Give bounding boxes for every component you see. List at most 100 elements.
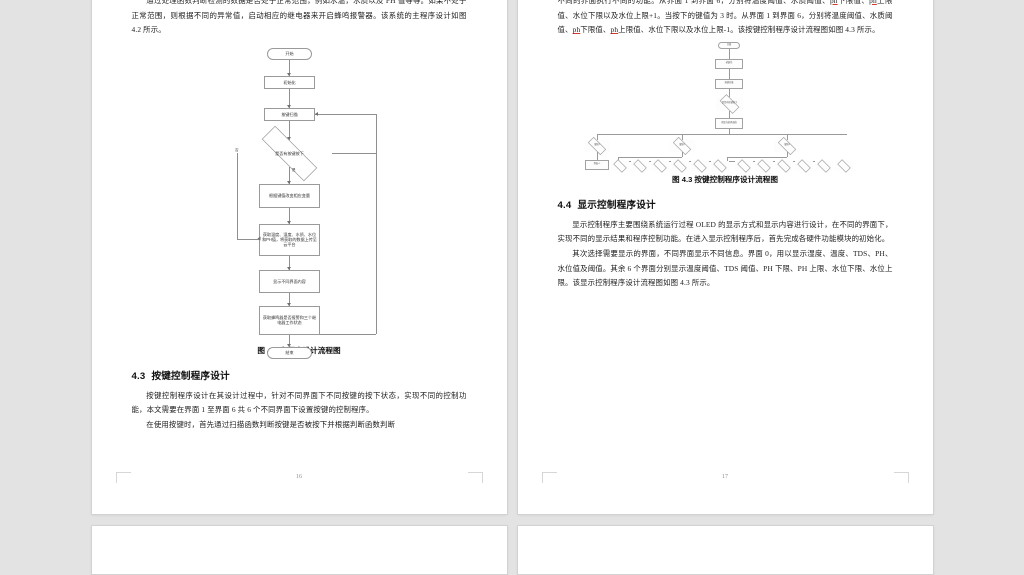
flow-edge-setvar-acquire xyxy=(289,207,290,224)
f3-edge-3 xyxy=(729,88,730,97)
document-page-next-left[interactable] xyxy=(91,526,507,574)
f3-edge-1 xyxy=(729,48,730,59)
page-row-current: 通过处理函数判断检测的数据是否处于正常范围，例如水温，水质以及 PH 值等等。如… xyxy=(91,0,933,514)
page17-top-paragraph-runs: 不同的界面执行不同的功能。从界面 1 到界面 6，分别将温度阈值、水质阈值、ph… xyxy=(558,0,893,38)
f3-leaf-decision-6 xyxy=(711,159,729,173)
section-4-3-paragraph-1: 按键控制程序设计在其设计过程中，针对不同界面下不同按键的按下状态，实现不同的控制… xyxy=(131,390,467,415)
flow-arrow-acquire xyxy=(287,220,291,224)
f3-node-decision-main xyxy=(716,93,743,114)
f3-leaf-decision-3 xyxy=(651,159,669,173)
flow-node-setvar: 根据键值改变相应变量 xyxy=(259,183,320,208)
flow-arrow-end xyxy=(287,343,291,347)
f3-leaf-decision-11 xyxy=(815,159,833,173)
f3-node-start xyxy=(718,41,740,49)
f3-leaf-shape-5 xyxy=(693,159,707,173)
f3-leaf-decision-10 xyxy=(795,159,813,173)
f3-node-key2 xyxy=(669,136,695,155)
section-4-3-body: 按键控制程序设计在其设计过程中，针对不同界面下不同按键的按下状态，实现不同的控制… xyxy=(132,389,467,433)
run-2: 下限值、 xyxy=(837,0,870,5)
f3-edge-key1-down xyxy=(597,151,598,160)
run-ph-4: ph xyxy=(610,25,619,35)
f3-leaf-decision-4 xyxy=(671,159,689,173)
f3-node-faceplus xyxy=(585,159,609,170)
flow-edge-init-scan xyxy=(289,88,290,108)
f3-leaf-shape-11 xyxy=(817,159,831,173)
f3-leaf-shape-2 xyxy=(633,159,647,173)
run-ph-2: ph xyxy=(869,0,877,5)
f3-leaf-shape-1 xyxy=(613,159,627,173)
f3-leaf-shape-10 xyxy=(797,159,811,173)
document-page-16[interactable]: 通过处理函数判断检测的数据是否处于正常范围，例如水温，水质以及 PH 值等等。如… xyxy=(91,0,507,514)
run-4: 上限值、水位下限以及水位上限+1。当按下的键值为 3 时。从界面 1 到界面 6… xyxy=(557,0,893,35)
f3-leaf-decision-8 xyxy=(755,159,773,173)
f3-node-key3 xyxy=(774,136,800,155)
f3-leaf-decision-5 xyxy=(691,159,709,173)
flow-edge-status-end xyxy=(289,334,290,347)
section-4-3-paragraph-2: 在使用按键时，首先通过扫描函数判断按键是否被按下并根据判断函数判断 xyxy=(146,419,396,429)
crop-mark-left xyxy=(541,472,557,483)
f3-node-scan xyxy=(715,78,743,89)
flow-label-yes: 是 xyxy=(292,167,296,172)
f3-edge-key2-down xyxy=(682,151,683,157)
f3-leaf-shape-3 xyxy=(653,159,667,173)
flow-node-decision-keypressed: 是否有按键按下 xyxy=(247,125,332,181)
flow-label-no: 否 xyxy=(235,147,239,152)
figure-4-2-flowchart: 开始 初始化 按键扫描 是否有按键按下 否 是 xyxy=(189,47,409,359)
f3-bus-right-drop xyxy=(787,133,788,140)
flow-arrow-status xyxy=(287,302,291,306)
figure-4-3-caption-text: 按键控制程序设计流程图 xyxy=(694,174,778,184)
section-4-3-number: 4.3 xyxy=(131,370,146,382)
flow-node-acquire: 获取温度、湿度、水质、水位和PH值，将获取的数据上传至云平台 xyxy=(259,223,320,256)
f3-bus-mid-drop xyxy=(682,133,683,140)
page17-top-paragraph: 不同的界面执行不同的功能。从界面 1 到界面 6，分别将温度阈值、水质阈值、ph… xyxy=(558,0,893,38)
f3-bus-key3 xyxy=(727,156,787,158)
f3-leaf-decision-1 xyxy=(611,159,629,173)
flow-loop-bottom xyxy=(320,333,376,335)
flow-arrow-decide xyxy=(287,136,291,140)
f3-node-init xyxy=(715,58,743,69)
page-16-footer: 16 xyxy=(115,472,483,490)
f3-leaf-decision-2 xyxy=(631,159,649,173)
f3-node-getface xyxy=(715,117,743,129)
f3-edge-2 xyxy=(729,68,730,79)
flow-node-display: 显示不同界面内容 xyxy=(259,269,320,293)
f3-node-key1 xyxy=(584,136,610,155)
flow-arrow-display xyxy=(287,266,291,270)
f3-leaf-decision-9 xyxy=(775,159,793,173)
crop-mark-right xyxy=(893,472,909,483)
f3-leaf-shape-9 xyxy=(777,159,791,173)
flow-arrow-setvar xyxy=(287,180,291,184)
page-number-16: 16 xyxy=(296,474,302,480)
flow-node-end: 结束 xyxy=(267,346,312,359)
figure-4-3-caption-number: 图 4.3 xyxy=(672,174,693,184)
run-ph-3: ph xyxy=(572,25,581,35)
crop-mark-right xyxy=(467,472,483,483)
flow-node-start: 开始 xyxy=(267,47,312,60)
flow-edge-scan-decide xyxy=(289,120,290,140)
document-page-next-right[interactable] xyxy=(517,526,933,574)
flow-loop-right xyxy=(376,113,377,154)
flow-arrow-scan xyxy=(287,104,291,108)
f3-leaf-shape-4 xyxy=(673,159,687,173)
f3-leaf-decision-12 xyxy=(835,159,853,173)
f3-leaf-shape-12 xyxy=(837,159,851,173)
document-page-17[interactable]: 不同的界面执行不同的功能。从界面 1 到界面 6，分别将温度阈值、水质阈值、ph… xyxy=(517,0,933,514)
figure-4-3-flowchart: 开始 初始化 按键扫描 是否有按键按下 获取当前界面值 xyxy=(575,41,875,173)
run-ph-1: ph xyxy=(829,0,838,5)
f3-bus-key3-drop xyxy=(727,156,728,161)
section-4-4-paragraph-1: 显示控制程序主要围绕系统运行过程 OLED 的显示方式和显示内容进行设计，在不同… xyxy=(557,219,893,244)
flow-node-init: 初始化 xyxy=(264,75,315,89)
page-17-footer: 17 xyxy=(541,472,909,490)
flow-loop-arrow-scan xyxy=(315,111,318,116)
flow-loop-bottom-right xyxy=(376,153,377,334)
f3-leaf-shape-7 xyxy=(737,159,751,173)
f3-edge-5 xyxy=(729,128,730,134)
section-4-4-number: 4.4 xyxy=(557,199,572,211)
flow-loop-left xyxy=(237,152,238,239)
flow-loop-arrow-acquire xyxy=(257,236,261,241)
run-0: 不同的界面执行不同的功能。从界面 1 到界面 6，分别将温度阈值、水质阈值、 xyxy=(557,0,830,5)
